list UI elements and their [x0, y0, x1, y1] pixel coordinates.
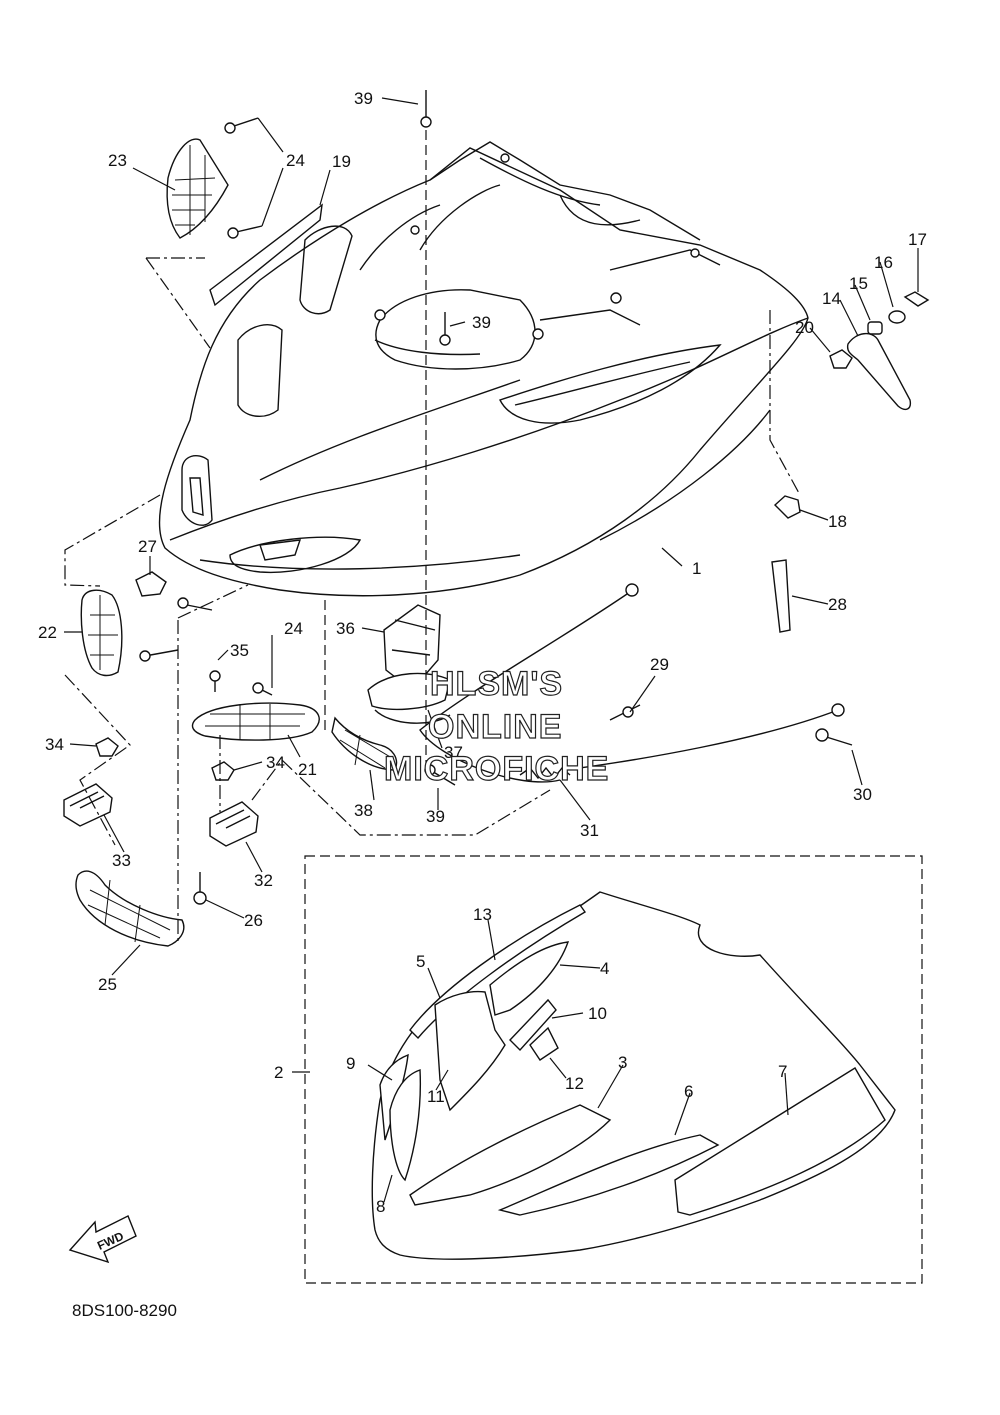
rivet-39-top — [420, 90, 432, 128]
mesh-38 — [331, 716, 398, 771]
watermark: HLSM'S ONLINE MICROFICHE — [383, 664, 609, 788]
clip-27 — [135, 571, 167, 597]
nut-34-b — [211, 761, 235, 781]
callout-34b: 34 — [266, 753, 285, 772]
decal-8 — [389, 1069, 422, 1182]
callout-27: 27 — [138, 537, 157, 556]
bolt-17 — [903, 291, 930, 307]
handle-14 — [846, 333, 912, 411]
hood-outline — [158, 147, 809, 597]
fwd-arrow-icon: FWD — [68, 1215, 137, 1264]
callout-21: 21 — [298, 760, 317, 779]
decal-3 — [409, 1104, 612, 1206]
watermark-line-2: ONLINE — [428, 708, 562, 746]
cable-29 — [419, 591, 631, 783]
drawing-code: 8DS100-8290 — [72, 1301, 177, 1320]
callout-15: 15 — [849, 274, 868, 293]
grille-22 — [80, 589, 123, 677]
callout-labels: 1 2 3 4 5 6 7 8 9 10 11 12 13 14 15 16 1… — [38, 89, 927, 1216]
watermark-line-3: MICROFICHE — [384, 750, 609, 788]
rivet-39-mid — [439, 312, 451, 346]
callout-24a: 24 — [286, 151, 305, 170]
rivet-24-low — [177, 597, 213, 611]
rivet-24-top — [224, 117, 259, 134]
callout-29: 29 — [650, 655, 669, 674]
rivet-30 — [815, 728, 853, 746]
baffle-37 — [367, 672, 451, 711]
callout-20: 20 — [795, 318, 814, 337]
callout-37: 37 — [444, 743, 463, 762]
callout-18: 18 — [828, 512, 847, 531]
callout-26: 26 — [244, 911, 263, 930]
screw-35-b — [209, 670, 221, 692]
callout-16: 16 — [874, 253, 893, 272]
screw-35-a — [139, 649, 179, 662]
callout-9: 9 — [346, 1054, 355, 1073]
callout-31: 31 — [580, 821, 599, 840]
callout-13: 13 — [473, 905, 492, 924]
callout-38: 38 — [354, 801, 373, 820]
decal-12 — [529, 1026, 559, 1061]
bracket-33 — [63, 783, 113, 827]
callout-25: 25 — [98, 975, 117, 994]
grille-23 — [166, 138, 229, 239]
callout-3: 3 — [618, 1053, 627, 1072]
callout-11: 11 — [427, 1087, 445, 1106]
washer-16 — [888, 310, 906, 324]
grille-25 — [75, 870, 185, 947]
callout-19: 19 — [332, 152, 351, 171]
decal-10 — [509, 998, 557, 1052]
callout-14: 14 — [822, 289, 841, 308]
callout-33: 33 — [112, 851, 131, 870]
spacer-15 — [867, 321, 883, 335]
callout-7: 7 — [778, 1062, 787, 1081]
callout-17: 17 — [908, 230, 927, 249]
grille-21 — [191, 702, 320, 741]
callout-23: 23 — [108, 151, 127, 170]
spring-31 — [519, 766, 571, 780]
decal-19 — [209, 203, 323, 307]
inset-frame — [304, 855, 923, 1284]
nut-34-a — [95, 737, 119, 757]
rivet-24-mid — [227, 225, 263, 239]
callout-5: 5 — [416, 952, 425, 971]
nut-20 — [829, 349, 853, 369]
callout-34a: 34 — [45, 735, 64, 754]
callout-39b: 39 — [472, 313, 491, 332]
callout-4: 4 — [600, 959, 609, 978]
cable-tie-28 — [771, 559, 791, 633]
decal-6 — [497, 1134, 720, 1216]
callout-10: 10 — [588, 1004, 607, 1023]
callout-12: 12 — [565, 1074, 584, 1093]
callout-39a: 39 — [354, 89, 373, 108]
decal-5 — [434, 990, 506, 1112]
callout-35: 35 — [230, 641, 249, 660]
callout-1: 1 — [692, 559, 701, 578]
callout-30: 30 — [853, 785, 872, 804]
decal-set-inset — [292, 855, 923, 1284]
watermark-line-1: HLSM'S — [430, 665, 563, 703]
callout-22: 22 — [38, 623, 57, 642]
decal-4 — [489, 941, 570, 1016]
callout-28: 28 — [828, 595, 847, 614]
callout-8: 8 — [376, 1197, 385, 1216]
callout-24b: 24 — [284, 619, 303, 638]
leader-lines — [64, 97, 919, 976]
parts — [63, 90, 930, 947]
hood-assembly — [158, 141, 809, 597]
callout-6: 6 — [684, 1082, 693, 1101]
rivet-24-b — [252, 682, 273, 696]
callout-32: 32 — [254, 871, 273, 890]
rivet-26 — [193, 872, 207, 905]
callout-39c: 39 — [426, 807, 445, 826]
clip-18 — [773, 495, 801, 519]
callout-2: 2 — [274, 1063, 283, 1082]
decal-7 — [674, 1067, 886, 1216]
rivet-39-low — [424, 764, 456, 786]
callout-36: 36 — [336, 619, 355, 638]
